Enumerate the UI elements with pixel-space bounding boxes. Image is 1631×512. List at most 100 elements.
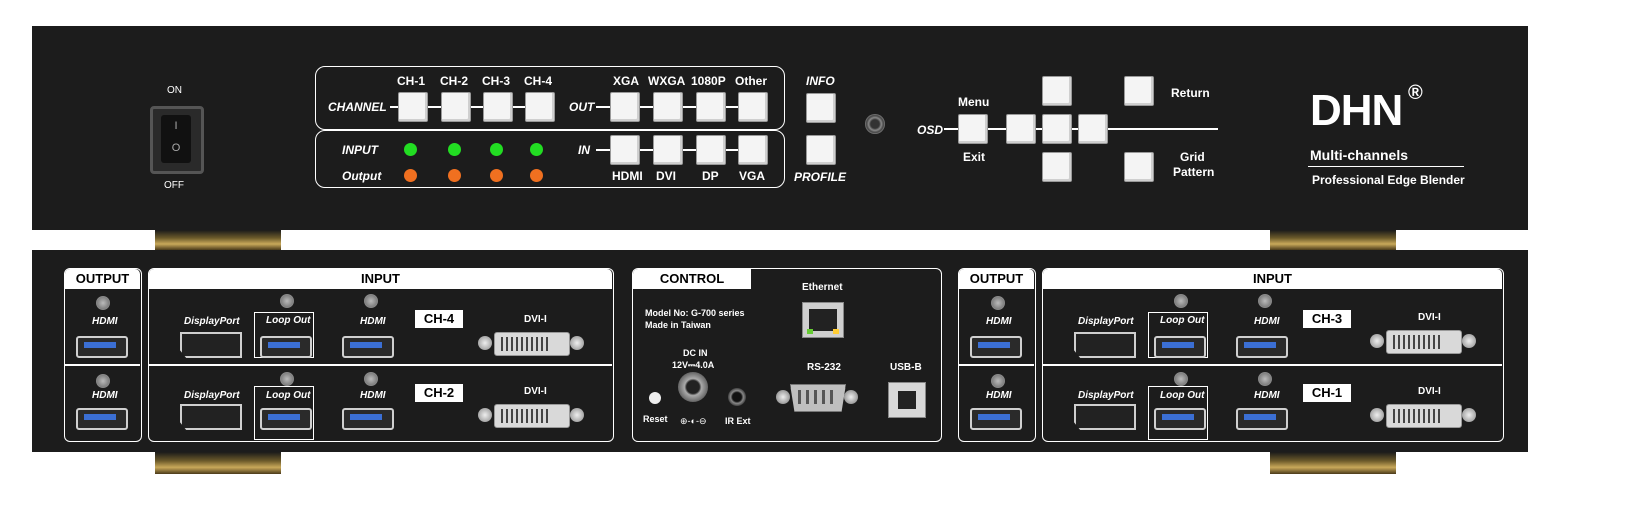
input-panel-box xyxy=(315,130,785,188)
foot-front-left xyxy=(155,230,281,250)
profile-label: PROFILE xyxy=(794,170,847,184)
menu-label: Menu xyxy=(958,95,990,109)
out-other-button[interactable] xyxy=(738,92,768,122)
ethernet-label: Ethernet xyxy=(802,282,843,293)
profile-button[interactable] xyxy=(806,135,836,165)
in-dp-button[interactable] xyxy=(696,135,726,165)
left-arrow-button[interactable] xyxy=(1006,114,1036,144)
ch2-label: CH-2 xyxy=(440,74,469,88)
left-loopout-bottom-port[interactable] xyxy=(260,408,312,430)
ch2-input-led xyxy=(448,143,461,156)
right-dvi-bottom-label: DVI-I xyxy=(1418,386,1441,397)
right-output-separator xyxy=(959,364,1034,366)
right-dp-top-label: DisplayPort xyxy=(1078,316,1134,327)
right-output-hdmi-bottom-port[interactable] xyxy=(970,408,1022,430)
left-loopout-top-port[interactable] xyxy=(260,336,312,358)
right-output-hdmi-bottom-label: HDMI xyxy=(986,390,1012,401)
right-dp-top-port[interactable] xyxy=(1074,332,1136,358)
ch1-button[interactable] xyxy=(398,92,428,122)
right-hdmi-bottom-port[interactable] xyxy=(1236,408,1288,430)
channel-label: CHANNEL xyxy=(328,100,387,114)
usbb-port[interactable] xyxy=(888,382,926,418)
right-dvi-top-port[interactable] xyxy=(1370,328,1476,356)
out-other-label: Other xyxy=(735,74,768,88)
left-dvi-top-port[interactable] xyxy=(478,330,584,358)
ch1-input-led xyxy=(404,143,417,156)
down-arrow-button[interactable] xyxy=(1042,152,1072,182)
ir-ext-jack[interactable] xyxy=(728,388,746,406)
right-loopout-top-port[interactable] xyxy=(1154,336,1206,358)
tagline-professional: Professional Edge Blender xyxy=(1312,173,1465,187)
ch1-label: CH-1 xyxy=(397,74,426,88)
menu-exit-button[interactable] xyxy=(958,114,988,144)
in-hdmi-button[interactable] xyxy=(610,135,640,165)
foot-rear-right xyxy=(1270,452,1396,474)
right-dp-bottom-port[interactable] xyxy=(1074,404,1136,430)
return-button[interactable] xyxy=(1124,76,1154,106)
right-hdmi-top-port[interactable] xyxy=(1236,336,1288,358)
right-arrow-button[interactable] xyxy=(1078,114,1108,144)
left-output-separator xyxy=(65,364,140,366)
reset-button[interactable] xyxy=(649,392,661,404)
rs232-port[interactable] xyxy=(776,382,858,412)
right-loopout-bottom-port[interactable] xyxy=(1154,408,1206,430)
power-rating-label: 12V⎓4.0A xyxy=(672,360,715,370)
left-input-box xyxy=(148,268,614,442)
left-loopout-bottom-label: Loop Out xyxy=(266,390,311,401)
left-hdmi-bottom-label: HDMI xyxy=(360,390,386,401)
rs232-screw-left xyxy=(776,390,790,404)
left-hdmi-top-port[interactable] xyxy=(342,336,394,358)
out-wxga-button[interactable] xyxy=(653,92,683,122)
info-button[interactable] xyxy=(806,93,836,123)
dcin-label: DC IN xyxy=(683,348,708,358)
in-hdmi-label: HDMI xyxy=(612,169,643,183)
left-output-heading: OUTPUT xyxy=(65,269,140,289)
in-dvi-button[interactable] xyxy=(653,135,683,165)
grid-label: Grid xyxy=(1180,150,1205,164)
left-dvi-bottom-label: DVI-I xyxy=(524,386,547,397)
right-ch-top-label: CH-3 xyxy=(1303,310,1351,328)
left-hdmi-bottom-port[interactable] xyxy=(342,408,394,430)
in-vga-label: VGA xyxy=(739,169,766,183)
left-output-hdmi-top-port[interactable] xyxy=(76,336,128,358)
ch3-button[interactable] xyxy=(483,92,513,122)
foot-front-right xyxy=(1270,230,1396,250)
out-1080p-button[interactable] xyxy=(696,92,726,122)
left-dp-bottom-label: DisplayPort xyxy=(184,390,240,401)
dc-in-jack[interactable] xyxy=(678,372,708,402)
brand-logo: DHN xyxy=(1310,86,1403,135)
power-off-label: OFF xyxy=(164,180,184,191)
left-dp-top-port[interactable] xyxy=(180,332,242,358)
in-label: IN xyxy=(578,143,590,157)
left-ch-bottom-label: CH-2 xyxy=(415,384,463,402)
ethernet-port[interactable] xyxy=(802,302,844,338)
grid-pattern-button[interactable] xyxy=(1124,152,1154,182)
ch4-button[interactable] xyxy=(525,92,555,122)
left-output-screw-top xyxy=(96,296,110,310)
right-dp-bottom-label: DisplayPort xyxy=(1078,390,1134,401)
ch2-button[interactable] xyxy=(441,92,471,122)
usbb-socket xyxy=(898,391,916,409)
in-vga-button[interactable] xyxy=(738,135,768,165)
out-wxga-label: WXGA xyxy=(648,74,686,88)
center-button[interactable] xyxy=(1042,114,1072,144)
right-loopout-top-screw xyxy=(1174,294,1188,308)
up-arrow-button[interactable] xyxy=(1042,76,1072,106)
out-xga-button[interactable] xyxy=(610,92,640,122)
ir-sensor-icon xyxy=(865,114,885,134)
right-output-heading: OUTPUT xyxy=(959,269,1034,289)
right-hdmi-bottom-screw xyxy=(1258,372,1272,386)
right-dvi-bottom-port[interactable] xyxy=(1370,402,1476,430)
left-dvi-bottom-port[interactable] xyxy=(478,402,584,430)
left-dp-bottom-port[interactable] xyxy=(180,404,242,430)
rs232-pins xyxy=(798,390,836,404)
left-output-hdmi-bottom-port[interactable] xyxy=(76,408,128,430)
out-xga-label: XGA xyxy=(613,74,640,88)
right-hdmi-bottom-label: HDMI xyxy=(1254,390,1280,401)
left-hdmi-top-screw xyxy=(364,294,378,308)
right-output-hdmi-top-port[interactable] xyxy=(970,336,1022,358)
left-dvi-top-label: DVI-I xyxy=(524,314,547,325)
left-ch-top-label: CH-4 xyxy=(415,310,463,328)
right-hdmi-top-screw xyxy=(1258,294,1272,308)
